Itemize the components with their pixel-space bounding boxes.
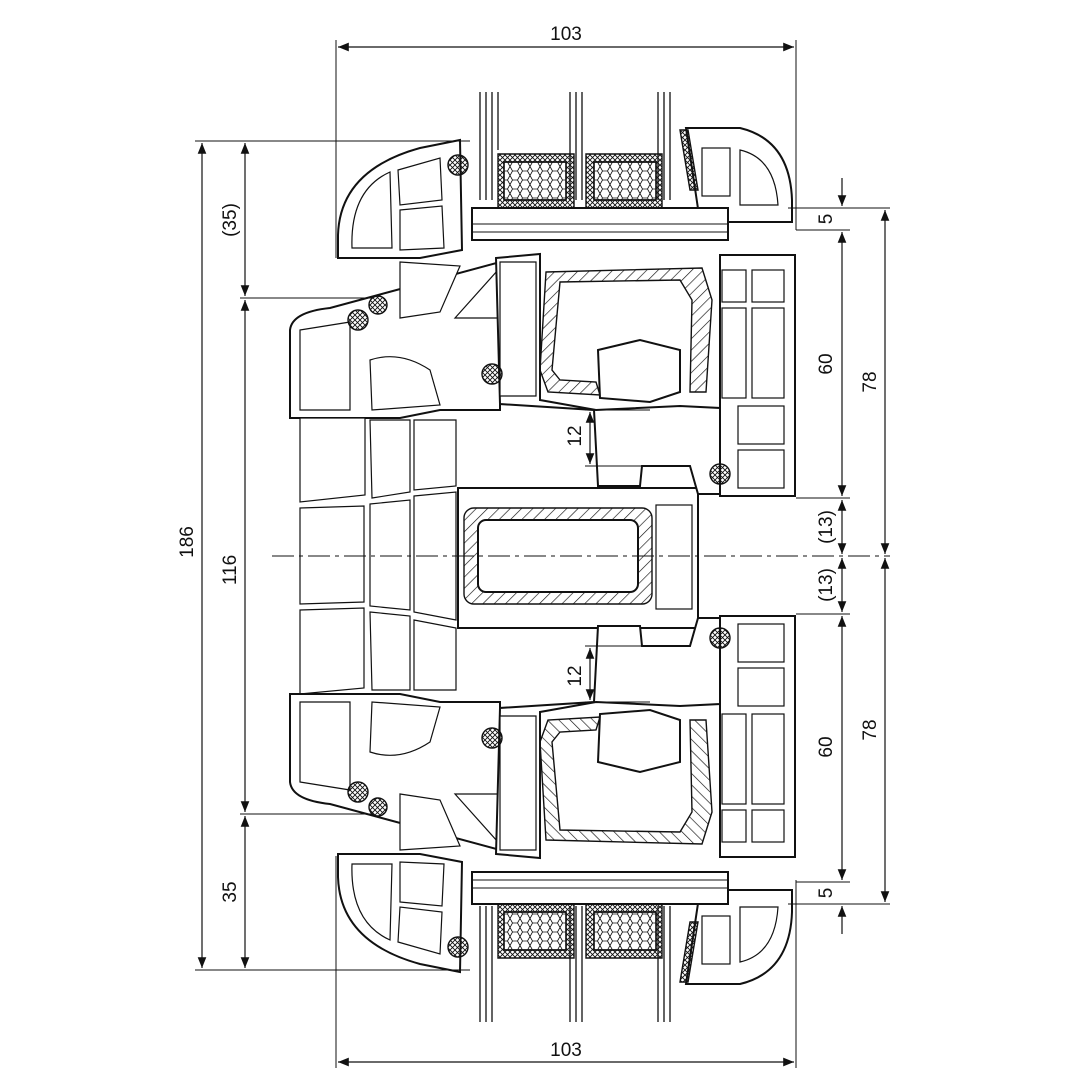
gaskets xyxy=(347,129,731,983)
dim-right-upper-60: 60 xyxy=(816,353,837,374)
dim-right-lower-78: 78 xyxy=(860,719,881,740)
dim-right-upper-13: (13) xyxy=(816,510,837,544)
dim-inner-upper-12: 12 xyxy=(565,425,586,446)
dim-overall-height: 186 xyxy=(177,526,198,558)
dim-right-lower-60: 60 xyxy=(816,736,837,757)
dim-bottom-width: 103 xyxy=(550,1040,582,1061)
dim-inner-lower-12: 12 xyxy=(565,665,586,686)
dim-right-upper-78: 78 xyxy=(860,371,881,392)
dim-top-width: 103 xyxy=(550,24,582,45)
dim-right-upper-5: 5 xyxy=(816,214,837,225)
upper-sash-profile xyxy=(289,127,796,695)
glass-panes xyxy=(479,92,671,1022)
dim-upper-left: (35) xyxy=(220,203,241,237)
dimension-lines xyxy=(195,40,890,1068)
dim-right-lower-5: 5 xyxy=(816,888,837,899)
dim-inner-height: 116 xyxy=(220,555,241,585)
dim-right-lower-13: (13) xyxy=(816,568,837,602)
lower-sash-profile xyxy=(289,615,796,985)
dim-lower-left: 35 xyxy=(220,881,241,902)
dimension-labels: 103 103 186 116 (35) 35 5 60 78 (13) (13… xyxy=(177,24,881,1061)
